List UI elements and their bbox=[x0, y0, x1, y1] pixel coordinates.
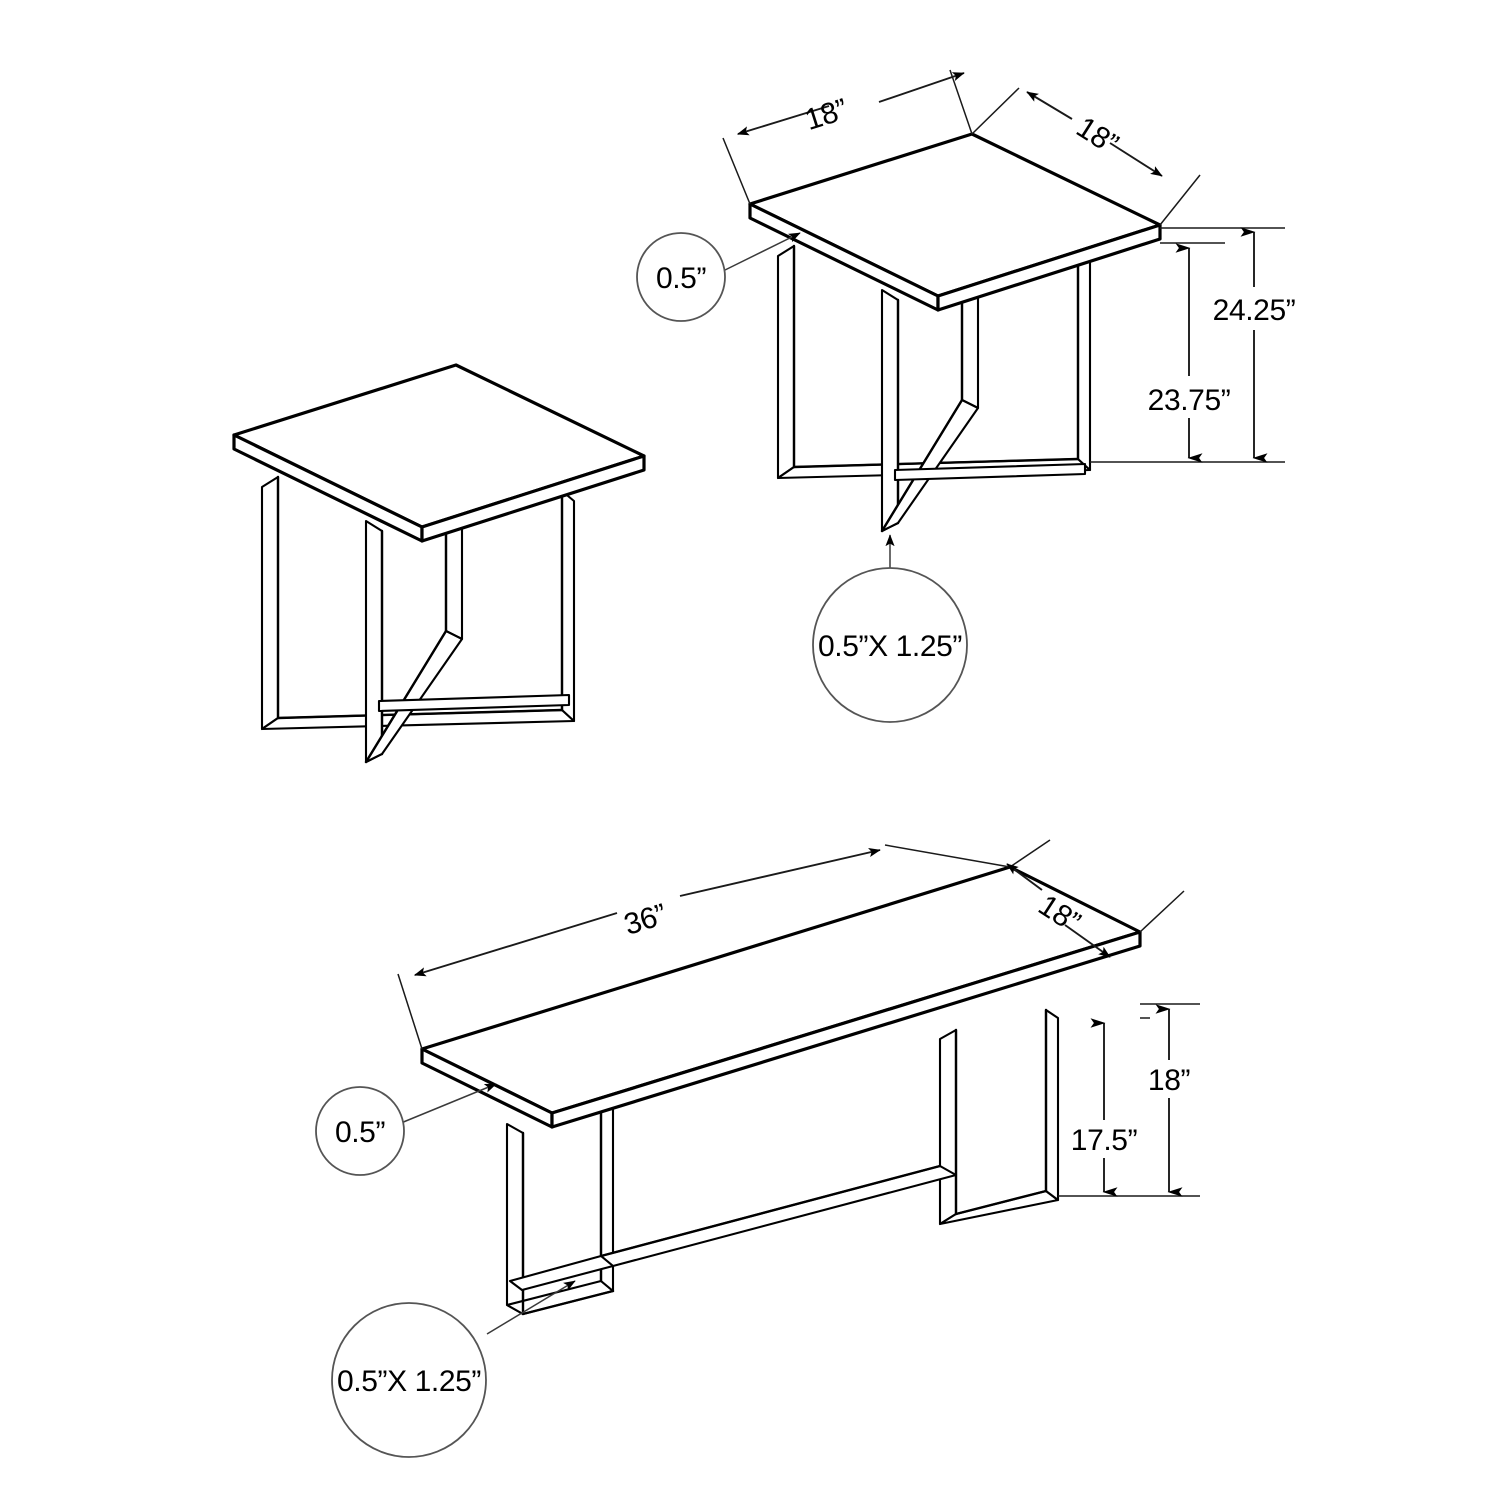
callout-label-coffee-leg-profile: 0.5”X 1.25” bbox=[337, 1365, 481, 1398]
dim-line-w-right bbox=[878, 72, 965, 103]
dim-line-d-lower bbox=[1109, 142, 1163, 177]
dim-line-d-upper bbox=[1026, 91, 1073, 120]
end-table-base bbox=[776, 238, 1092, 533]
plain-lower-rail bbox=[377, 693, 571, 713]
dimension-end-table-height-overall: 24.25” bbox=[1090, 227, 1296, 463]
end-table-dimensioned: 18” 18” 24.25” 23.75” bbox=[636, 69, 1296, 723]
coffee-ext-line-w2 bbox=[884, 844, 1011, 868]
plain-leg-front-left-post bbox=[364, 519, 384, 764]
coffee-leg-left-foot-inner bbox=[521, 1289, 615, 1316]
callout-coffee-table-top-thickness: 0.5” bbox=[315, 1083, 497, 1176]
callout-end-table-top-thickness: 0.5” bbox=[636, 232, 801, 322]
dimension-end-table-height-underside: 23.75” bbox=[1148, 242, 1231, 463]
leg-front-left-post bbox=[880, 288, 900, 533]
coffee-table-base bbox=[505, 1008, 1060, 1316]
callout-coffee-table-leg-profile: 0.5”X 1.25” bbox=[331, 1280, 576, 1458]
coffee-ext-line-d2 bbox=[1139, 890, 1185, 933]
callout-end-table-leg-profile: 0.5”X 1.25” bbox=[812, 534, 968, 723]
leg-back-left-post bbox=[776, 244, 796, 480]
callout-label-end-table-leg-profile: 0.5”X 1.25” bbox=[818, 630, 962, 663]
dim-label-coffee-table-height-underside: 17.5” bbox=[1071, 1124, 1137, 1157]
end-table-plain-base bbox=[260, 475, 576, 764]
dimension-coffee-table-height-overall: 18” bbox=[1058, 1003, 1200, 1197]
dimension-coffee-table-height-underside: 17.5” bbox=[1071, 1017, 1150, 1197]
coffee-dim-line-w-right bbox=[679, 848, 881, 897]
plain-leg-back-foot-inner-edge bbox=[276, 708, 564, 720]
dim-label-end-table-height-underside: 23.75” bbox=[1148, 384, 1231, 417]
plain-leg-back-right-post bbox=[560, 489, 576, 723]
coffee-ext-line-w1 bbox=[397, 973, 423, 1050]
callout-label-coffee-thickness: 0.5” bbox=[335, 1116, 385, 1149]
dim-label-coffee-table-height-overall: 18” bbox=[1148, 1064, 1190, 1097]
coffee-dim-line-d-upper bbox=[1006, 863, 1043, 891]
coffee-table-top bbox=[420, 865, 1142, 1129]
coffee-callout-leader-leg-profile bbox=[486, 1280, 576, 1335]
diagonal-stretcher-inner-edge bbox=[880, 398, 964, 533]
end-table-plain-top bbox=[232, 363, 646, 543]
end-table-top-front-right-edge bbox=[936, 223, 1162, 312]
plain-diagonal-stretcher-inner-edge bbox=[364, 629, 448, 764]
ext-line-d2 bbox=[1159, 174, 1201, 226]
leg-back-right-post bbox=[1076, 238, 1092, 472]
coffee-dim-line-w-left bbox=[413, 912, 618, 977]
end-table-top bbox=[748, 132, 1162, 312]
ext-line-d1 bbox=[971, 87, 1020, 135]
plain-leg-back-left-post bbox=[260, 475, 280, 731]
coffee-dim-line-d-lower bbox=[1064, 924, 1111, 958]
ext-line-w1 bbox=[722, 137, 751, 205]
coffee-callout-leader-thickness bbox=[400, 1083, 497, 1124]
coffee-leg-right-foot-inner bbox=[954, 1189, 1048, 1216]
dim-line-w-left bbox=[736, 105, 830, 136]
coffee-lower-rail bbox=[508, 1254, 615, 1292]
dim-label-end-table-height-overall: 24.25” bbox=[1213, 294, 1296, 327]
coffee-top-front-right-edge bbox=[550, 930, 1142, 1129]
coffee-leg-right-back-post bbox=[938, 1028, 958, 1226]
coffee-callout-bubble-leg-profile bbox=[331, 1302, 487, 1458]
callout-bubble-thickness bbox=[636, 232, 726, 322]
plain-top-front-right-edge bbox=[420, 454, 646, 543]
callout-leader-thickness bbox=[722, 232, 801, 272]
coffee-ext-line-d1 bbox=[1009, 839, 1051, 868]
coffee-diagonal-stretcher-inner bbox=[599, 1164, 942, 1258]
lower-rail bbox=[893, 462, 1087, 482]
callout-bubble-leg-profile bbox=[812, 567, 968, 723]
coffee-table-dimensioned: 36” 18” 18” 17.5” 0.5 bbox=[315, 839, 1200, 1458]
end-table-plain bbox=[232, 363, 646, 764]
coffee-callout-bubble-thickness bbox=[315, 1086, 405, 1176]
coffee-leg-right-front-post bbox=[1044, 1008, 1060, 1202]
callout-label-end-table-thickness: 0.5” bbox=[656, 262, 706, 295]
